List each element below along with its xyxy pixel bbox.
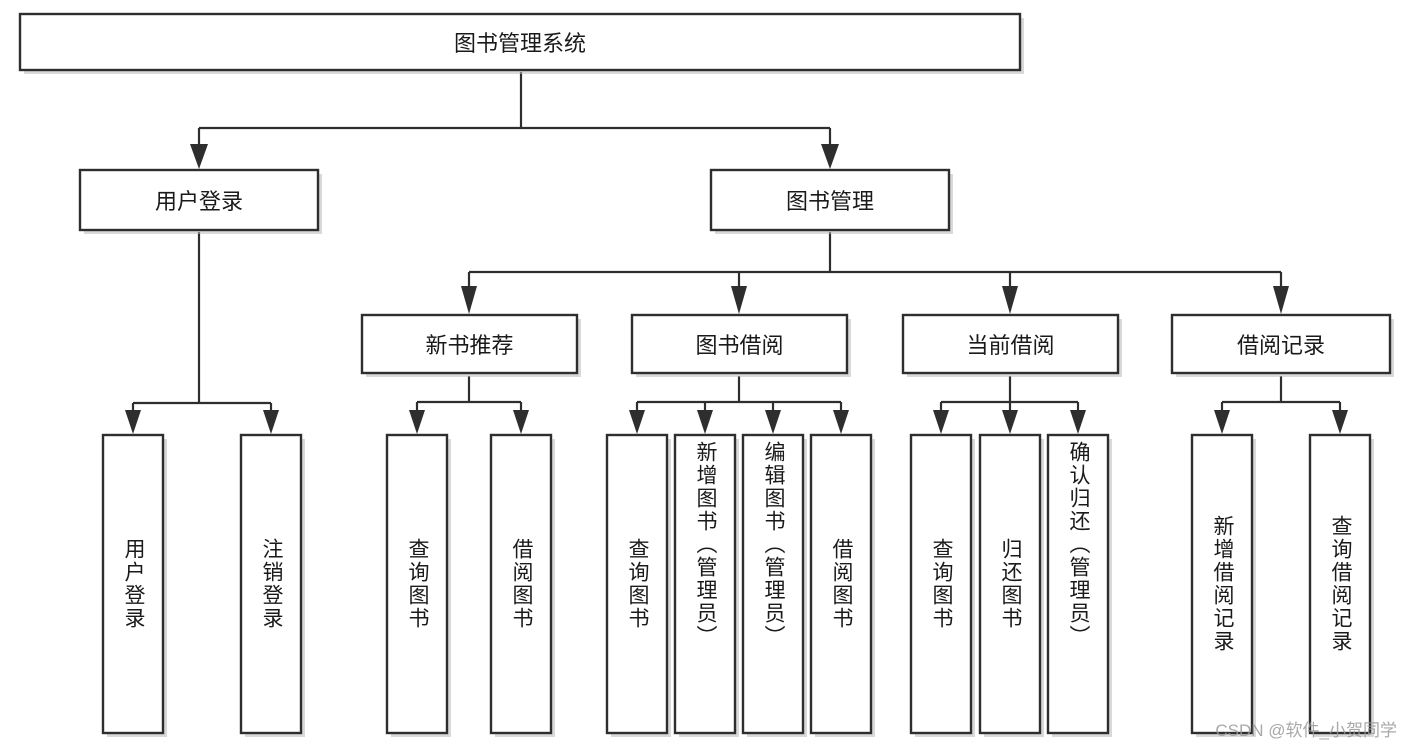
arrowhead-borrow-record xyxy=(1273,286,1289,314)
node-leaf-query-book-1[interactable] xyxy=(385,433,449,735)
node-book-management[interactable] xyxy=(709,168,951,232)
arrowhead-leaf-add-record xyxy=(1214,410,1230,434)
node-leaf-query-record[interactable] xyxy=(1308,433,1372,735)
node-leaf-add-record[interactable] xyxy=(1190,433,1254,735)
arrowhead-leaf-user-login xyxy=(125,410,141,434)
edges-layer xyxy=(125,72,1348,434)
node-leaf-query-book-2[interactable] xyxy=(605,433,669,735)
node-leaf-borrow-book-1[interactable] xyxy=(489,433,553,735)
arrowhead-leaf-query-book-2 xyxy=(629,410,645,434)
node-leaf-edit-book[interactable] xyxy=(741,433,805,735)
arrowhead-current-borrow xyxy=(1002,286,1018,314)
arrowhead-leaf-borrow-book-2 xyxy=(833,410,849,434)
node-new-book-recommend[interactable] xyxy=(360,313,579,375)
arrowhead-leaf-query-book-3 xyxy=(933,410,949,434)
arrowhead-book-management xyxy=(821,144,839,169)
node-leaf-user-login[interactable] xyxy=(101,433,165,735)
arrowhead-leaf-user-logout xyxy=(263,410,279,434)
node-leaf-query-book-3[interactable] xyxy=(909,433,973,735)
node-leaf-borrow-book-2[interactable] xyxy=(809,433,873,735)
node-book-borrow[interactable] xyxy=(630,313,849,375)
node-leaf-return-book[interactable] xyxy=(978,433,1042,735)
nodes-layer xyxy=(18,12,1394,737)
node-leaf-add-book[interactable] xyxy=(673,433,737,735)
node-current-borrow[interactable] xyxy=(901,313,1120,375)
node-leaf-confirm-return[interactable] xyxy=(1046,433,1110,735)
arrowhead-leaf-borrow-book-1 xyxy=(513,410,529,434)
node-user-login[interactable] xyxy=(78,168,320,232)
node-leaf-user-logout[interactable] xyxy=(239,433,303,735)
arrowhead-leaf-add-book xyxy=(697,410,713,434)
node-root[interactable] xyxy=(18,12,1022,72)
arrowhead-book-borrow xyxy=(731,286,747,314)
arrowhead-leaf-edit-book xyxy=(765,410,781,434)
arrowhead-leaf-query-record xyxy=(1332,410,1348,434)
arrowhead-leaf-query-book-1 xyxy=(409,410,425,434)
node-borrow-record[interactable] xyxy=(1170,313,1392,375)
arrowhead-leaf-return-book xyxy=(1002,410,1018,434)
arrowhead-leaf-confirm-return xyxy=(1070,410,1086,434)
arrowhead-new-book-recommend xyxy=(461,286,477,314)
arrowhead-user-login xyxy=(190,144,208,169)
